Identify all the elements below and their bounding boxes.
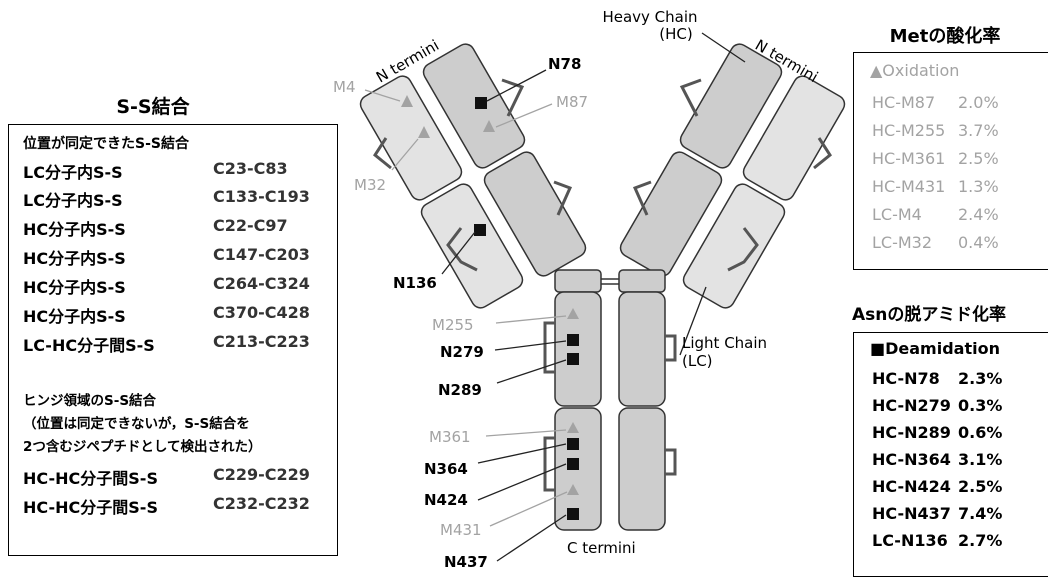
c-termini-label: C termini (567, 539, 636, 557)
square-marker (474, 224, 486, 236)
hinge-block (555, 270, 601, 292)
leader-line (478, 444, 566, 463)
m431-label: M431 (440, 521, 482, 539)
light-chain-abbr-label: (LC) (682, 352, 713, 370)
square-marker (567, 353, 579, 365)
ch2-domain (619, 292, 665, 406)
leader-line (486, 430, 566, 436)
square-marker (567, 458, 579, 470)
n78-label: N78 (548, 55, 581, 73)
n136-label: N136 (393, 274, 437, 292)
n424-label: N424 (424, 491, 468, 509)
m255-label: M255 (432, 316, 474, 334)
ch2-domain (555, 292, 601, 406)
ch3-domain (619, 408, 665, 530)
leader-line (497, 515, 566, 561)
heavy-chain-abbr-label: (HC) (659, 25, 692, 43)
heavy-chain-label: Heavy Chain (602, 8, 697, 26)
ss-bracket (665, 336, 675, 360)
hinge-block (619, 270, 665, 292)
m4-label: M4 (333, 78, 356, 96)
square-marker (567, 438, 579, 450)
n279-label: N279 (440, 343, 484, 361)
ss-bracket (545, 438, 555, 490)
hinge-ss-bonds (601, 279, 619, 284)
m32-label: M32 (354, 176, 386, 194)
ss-bracket (665, 450, 675, 474)
m87-label: M87 (556, 93, 588, 111)
light-chain-label: Light Chain (682, 334, 767, 352)
right-fc-stem (619, 270, 665, 530)
n437-label: N437 (444, 553, 488, 570)
left-fc-stem (555, 270, 601, 530)
square-marker (475, 97, 487, 109)
n364-label: N364 (424, 460, 468, 478)
leader-line (478, 464, 566, 500)
m361-label: M361 (429, 428, 471, 446)
square-marker (567, 508, 579, 520)
square-marker (567, 334, 579, 346)
n289-label: N289 (438, 381, 482, 399)
